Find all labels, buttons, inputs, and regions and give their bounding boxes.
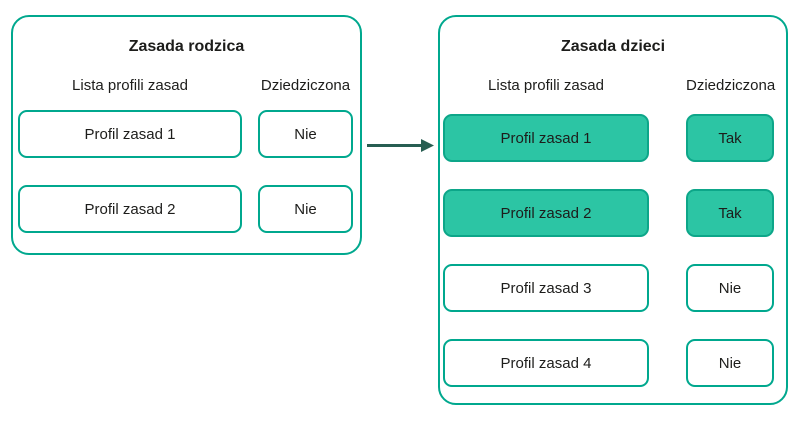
parent-col-header-inherited: Dziedziczona xyxy=(260,77,351,94)
parent-panel-title: Zasada rodzica xyxy=(128,38,245,55)
profile-box: Profil zasad 4 xyxy=(443,339,649,387)
child-profile-rows: Profil zasad 1 Tak Profil zasad 2 Tak Pr… xyxy=(440,114,786,387)
profile-box: Profil zasad 2 xyxy=(18,185,242,233)
child-column-headers: Lista profili zasad Dziedziczona xyxy=(440,78,786,93)
parent-col-header-profiles: Lista profili zasad xyxy=(72,77,188,94)
child-profile-row-1: Profil zasad 1 Tak xyxy=(440,114,786,162)
parent-policy-panel: Zasada rodzica Lista profili zasad Dzied… xyxy=(11,15,362,255)
inherited-box: Nie xyxy=(686,339,774,387)
child-policy-panel: Zasada dzieci Lista profili zasad Dziedz… xyxy=(438,15,788,405)
inherited-box: Nie xyxy=(258,185,353,233)
child-profile-row-2: Profil zasad 2 Tak xyxy=(440,189,786,237)
parent-column-headers: Lista profili zasad Dziedziczona xyxy=(13,78,360,93)
inherited-box: Tak xyxy=(686,189,774,237)
inherited-box: Nie xyxy=(686,264,774,312)
inherited-box: Nie xyxy=(258,110,353,158)
parent-profile-row-2: Profil zasad 2 Nie xyxy=(13,185,360,233)
child-col-header-inherited: Dziedziczona xyxy=(686,77,776,94)
parent-profile-row-1: Profil zasad 1 Nie xyxy=(13,110,360,158)
profile-box: Profil zasad 1 xyxy=(18,110,242,158)
profile-box: Profil zasad 1 xyxy=(443,114,649,162)
profile-box: Profil zasad 2 xyxy=(443,189,649,237)
child-profile-row-4: Profil zasad 4 Nie xyxy=(440,339,786,387)
child-panel-title: Zasada dzieci xyxy=(560,38,666,55)
profile-box: Profil zasad 3 xyxy=(443,264,649,312)
child-col-header-profiles: Lista profili zasad xyxy=(488,77,604,94)
inheritance-arrow-icon xyxy=(367,139,434,152)
child-profile-row-3: Profil zasad 3 Nie xyxy=(440,264,786,312)
inherited-box: Tak xyxy=(686,114,774,162)
parent-profile-rows: Profil zasad 1 Nie Profil zasad 2 Nie xyxy=(13,110,360,233)
